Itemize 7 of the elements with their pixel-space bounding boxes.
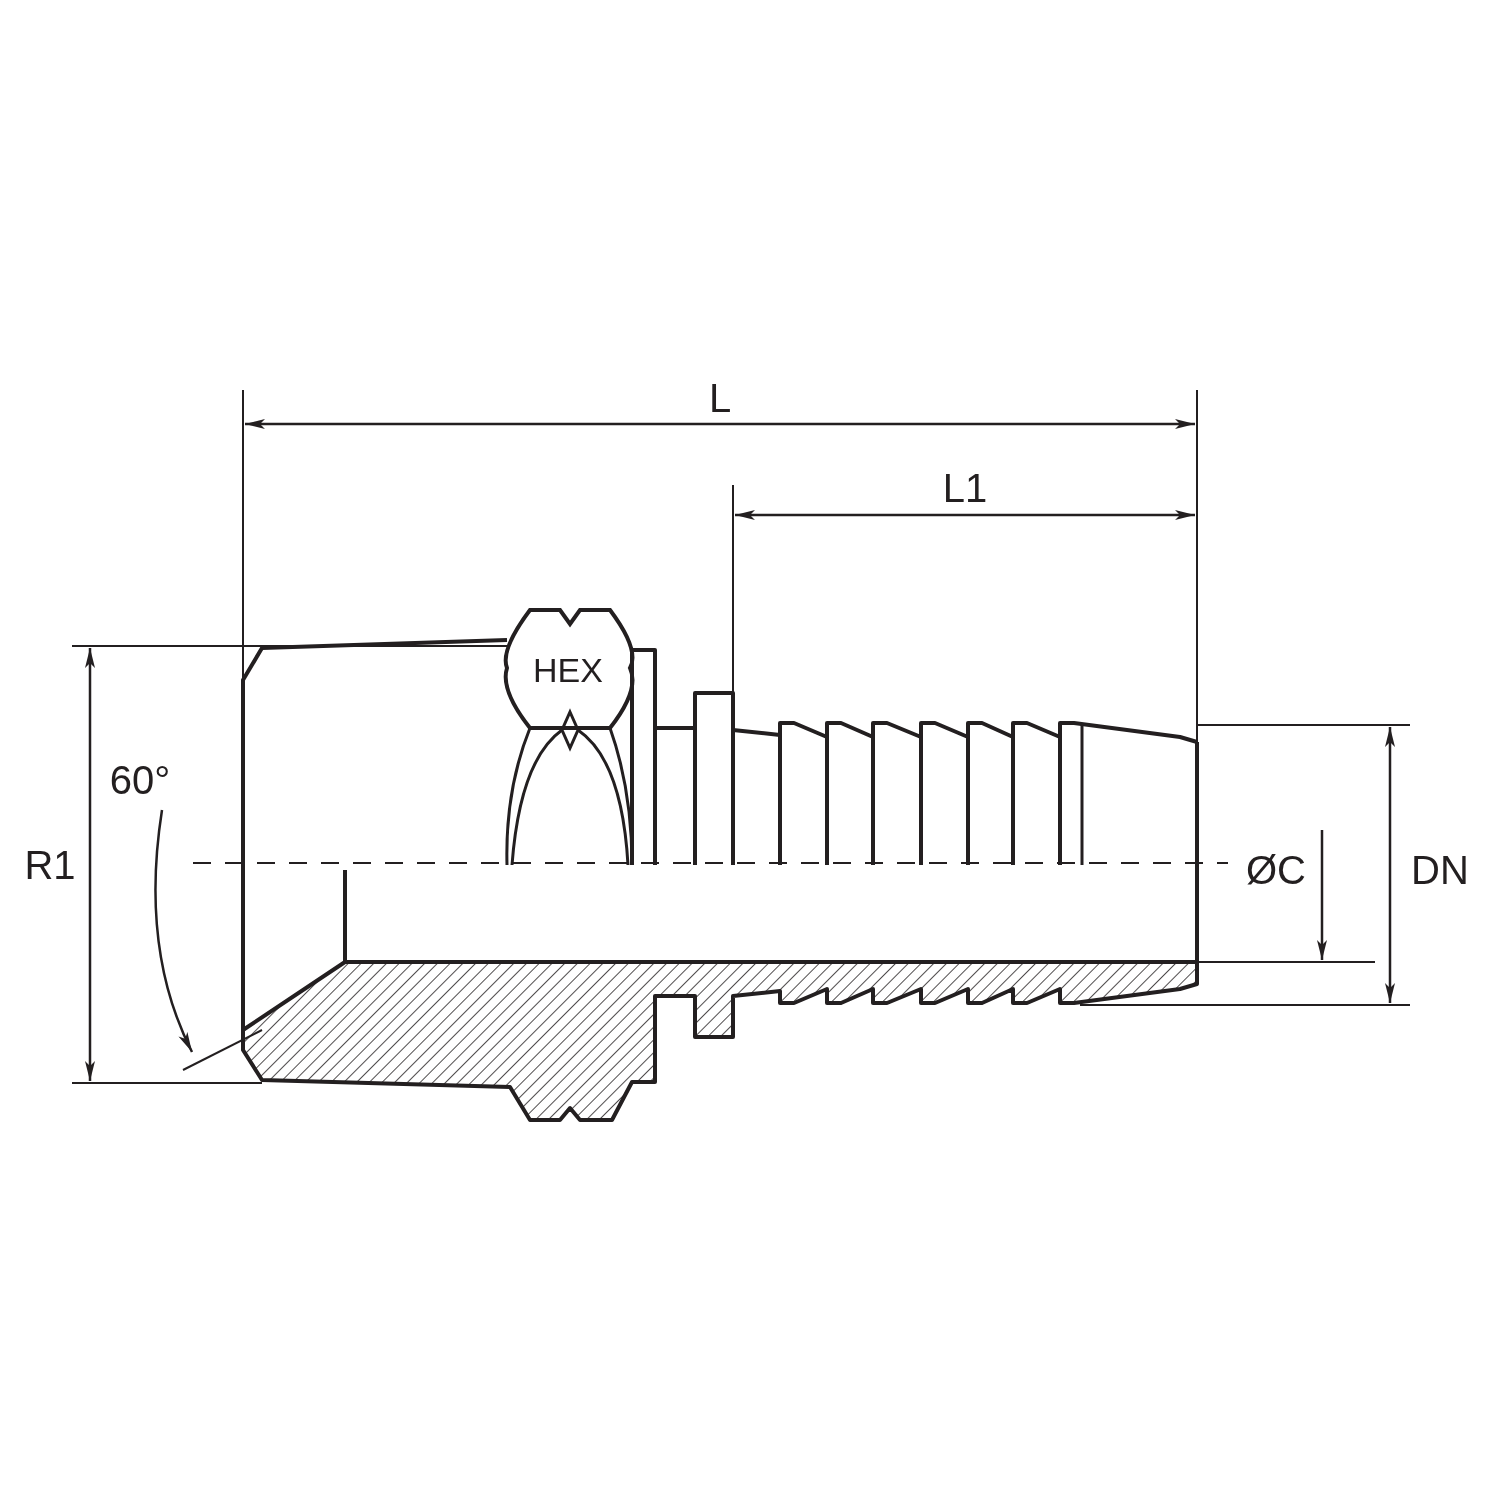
dimension-label: ØC	[1246, 850, 1306, 890]
dimension-label: 60°	[109, 760, 171, 800]
hex-label: HEX	[533, 653, 603, 687]
dimension-label: R1	[24, 845, 76, 885]
dimension-label: L1	[942, 468, 988, 508]
dimension-label: DN	[1411, 850, 1469, 890]
dimension-label: L	[708, 378, 732, 418]
